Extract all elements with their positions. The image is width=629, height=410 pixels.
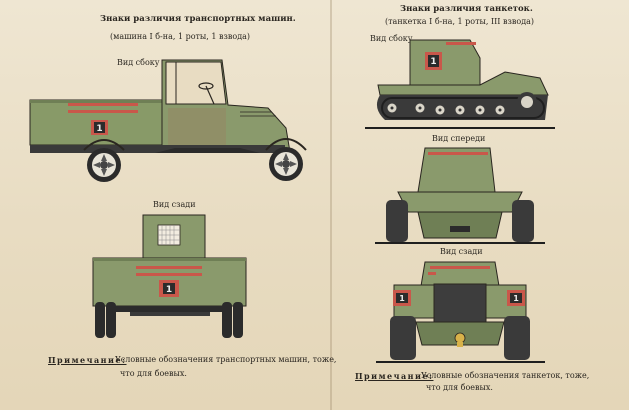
badge-number: 1 <box>430 57 436 67</box>
truck-rear-label: Вид сзади <box>153 200 196 209</box>
left-note-head: Примечание: <box>48 355 127 365</box>
left-note-line2: что для боевых. <box>120 369 187 378</box>
badge-number: 1 <box>96 124 102 134</box>
truck-side-view: 1 <box>29 59 307 182</box>
right-subtitle: (танкетка I б-на, 1 роты, III взвода) <box>385 17 535 26</box>
stripe <box>136 273 202 276</box>
tankette-front-view <box>375 147 545 244</box>
truck-rear-view: 1 <box>92 214 247 338</box>
page-fold <box>330 0 332 410</box>
tankette-rear-view: 1 1 <box>376 261 545 363</box>
stripe <box>68 103 138 106</box>
tankette-front-label: Вид спереди <box>432 134 486 143</box>
left-subtitle: (машина I б-на, 1 роты, 1 взвода) <box>110 32 251 41</box>
truck-side-label: Вид сбоку <box>117 58 160 67</box>
tankette-side-view: 1 <box>365 39 555 129</box>
right-title: Знаки различия танкеток. <box>400 4 533 14</box>
left-note-line1: Условные обозначения транспортных машин,… <box>115 355 337 364</box>
left-title: Знаки различия транспортных машин. <box>100 14 296 24</box>
right-note-head: Примечание: <box>355 371 434 381</box>
badge-number: 1 <box>166 285 172 295</box>
stripe <box>136 266 202 269</box>
stripe <box>446 42 476 45</box>
stripe <box>430 266 490 269</box>
tankette-rear-label: Вид сзади <box>440 247 483 256</box>
stripe <box>428 152 488 155</box>
right-note-line1: Условные обозначения танкеток, тоже, <box>421 371 590 380</box>
badge-number: 1 <box>513 294 519 303</box>
tankette-side-label: Вид сбоку <box>370 34 413 43</box>
right-note-line2: что для боевых. <box>426 383 493 392</box>
badge-number: 1 <box>399 294 405 303</box>
stripe <box>68 110 138 113</box>
